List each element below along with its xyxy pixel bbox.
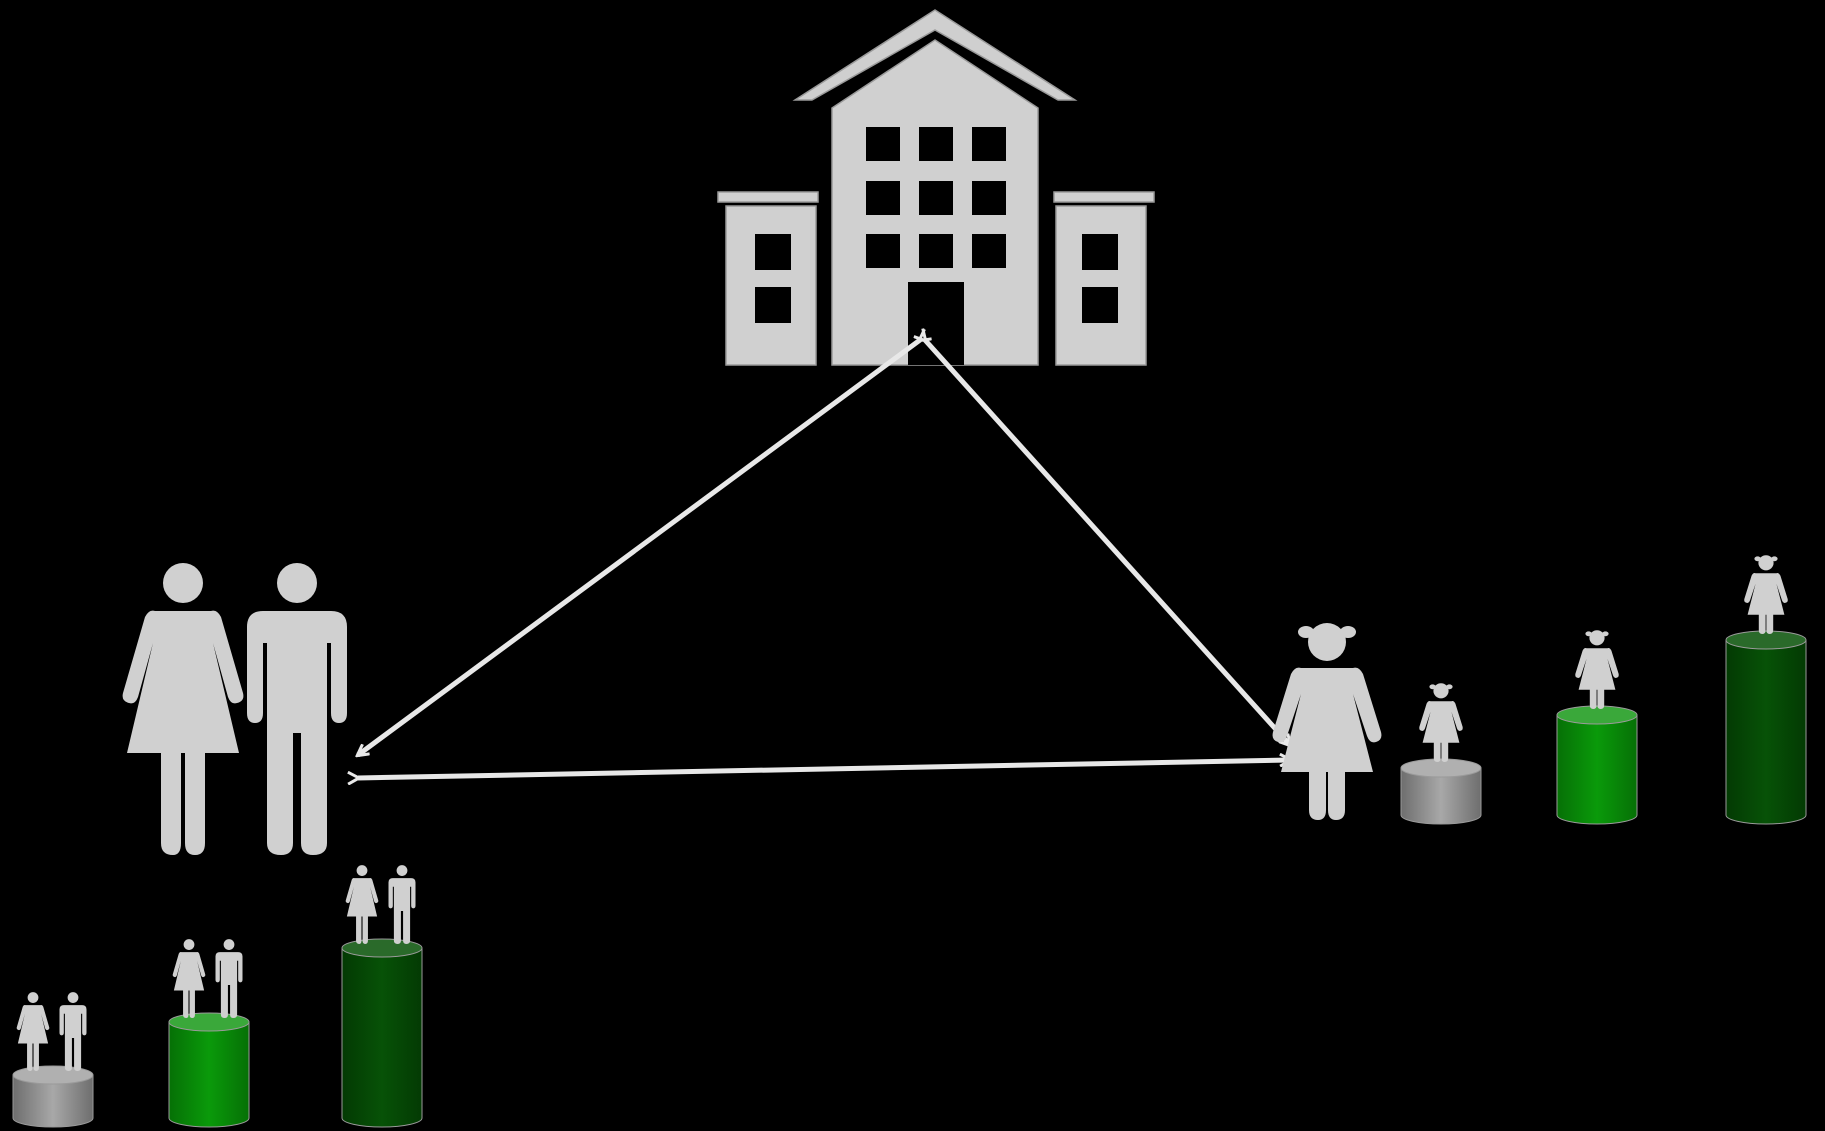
parent-levels bbox=[12, 865, 423, 1128]
parents-couple-icon bbox=[388, 865, 416, 944]
connection-arrows bbox=[358, 340, 1290, 778]
arrow-parents-child bbox=[358, 760, 1290, 778]
pedestal-low bbox=[12, 1065, 94, 1128]
parents-couple-icon bbox=[172, 939, 206, 1018]
parents-couple-icon bbox=[345, 865, 379, 944]
girl-child-icon bbox=[1419, 683, 1463, 762]
parents-couple-icon bbox=[59, 992, 87, 1071]
parents-couple-icon bbox=[16, 992, 50, 1071]
school-building-icon bbox=[717, 9, 1155, 366]
pedestal-high bbox=[1725, 630, 1807, 825]
pedestal-low bbox=[1400, 758, 1482, 825]
girl-child-icon bbox=[1272, 623, 1382, 820]
girl-child-icon bbox=[1575, 630, 1619, 709]
girl-child-icon bbox=[1744, 555, 1788, 634]
pedestal-medium bbox=[1556, 705, 1638, 825]
pedestal-high bbox=[341, 938, 423, 1128]
arrow-school-parents bbox=[358, 340, 920, 755]
parents-couple-icon bbox=[122, 563, 347, 855]
parents-couple-icon bbox=[215, 939, 243, 1018]
child-levels bbox=[1400, 555, 1807, 825]
pedestal-medium bbox=[168, 1012, 250, 1128]
arrow-school-child bbox=[925, 340, 1290, 745]
